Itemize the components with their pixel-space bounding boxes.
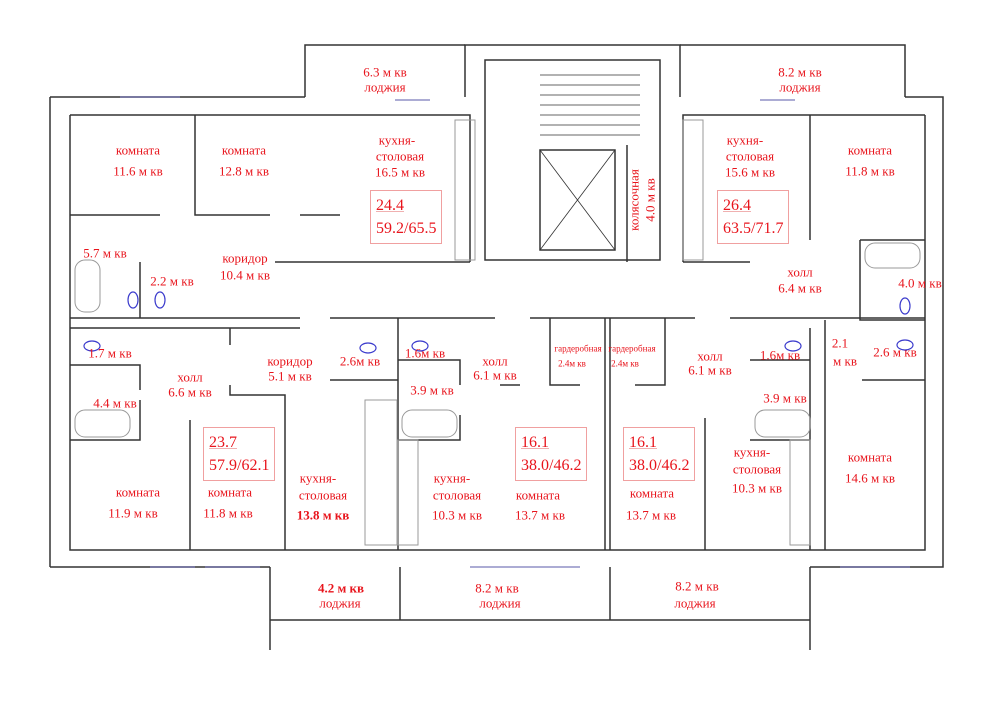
room-area: 13.7 м кв [626, 507, 676, 523]
living-area: 16.1 [521, 434, 549, 451]
room-name: холл [482, 353, 508, 369]
loggia-label: лоджия [674, 595, 716, 611]
room-area: 1.6м кв [404, 345, 446, 361]
inner-wall [69, 115, 926, 551]
room-area: 13.7 м кв [515, 507, 565, 523]
room-area: 10.3 м кв [732, 480, 782, 496]
living-area: 16.1 [629, 434, 657, 451]
outer-wall [50, 44, 944, 568]
apartment-summary: 26.4 63.5/71.7 [717, 190, 790, 245]
loggia-area: 8.2 м кв [778, 64, 822, 80]
room-area: 1.6м кв [759, 347, 801, 363]
room-name: комната [629, 485, 675, 501]
room-area: 13.8 м кв [296, 507, 350, 523]
room-area: 3.9 м кв [410, 382, 454, 398]
loggia-area: 8.2 м кв [675, 578, 719, 594]
room-name: гардеробная [554, 343, 602, 354]
loggia-label: лоджия [779, 79, 821, 95]
room-area: 11.8 м кв [845, 163, 895, 179]
room-name: столовая [375, 148, 425, 164]
room-area: 4.4 м кв [93, 395, 137, 411]
room-name: гардеробная [608, 343, 656, 354]
total-area: 38.0/46.2 [521, 457, 582, 475]
room-name: кухня- [378, 132, 416, 148]
room-area: 14.6 м кв [845, 470, 895, 486]
room-name: комната [847, 142, 893, 158]
apartment-summary: 23.7 57.9/62.1 [203, 427, 276, 482]
room-area: 11.8 м кв [203, 505, 253, 521]
room-area: 2.4м кв [558, 358, 586, 369]
living-area: 26.4 [723, 197, 751, 214]
room-name: кухня- [726, 132, 764, 148]
room-name: комната [207, 484, 253, 500]
room-area: 2.6м кв [339, 353, 381, 369]
room-area: 12.8 м кв [219, 163, 269, 179]
room-area: 5.7 м кв [83, 245, 127, 261]
room-name: коридор [222, 250, 268, 266]
loggia-label: лоджия [364, 79, 406, 95]
room-area: 10.3 м кв [432, 507, 482, 523]
loggia-area: 4.2 м кв [317, 580, 365, 596]
room-area: 1.7 м кв [88, 345, 132, 361]
room-name: кухня- [299, 470, 337, 486]
room-name: столовая [298, 487, 348, 503]
room-area: 2.2 м кв [150, 273, 194, 289]
room-name: холл [697, 348, 723, 364]
room-area: 11.6 м кв [113, 163, 163, 179]
total-area: 63.5/71.7 [723, 220, 784, 238]
room-area: 2.4м кв [611, 358, 639, 369]
room-area: 2.1 [831, 335, 849, 351]
room-name: комната [115, 484, 161, 500]
room-name: комната [515, 487, 561, 503]
room-area: 3.9 м кв [763, 390, 807, 406]
room-name: кухня- [733, 444, 771, 460]
room-area: 5.1 м кв [268, 368, 312, 384]
total-area: 57.9/62.1 [209, 457, 270, 475]
apartment-summary: 16.1 38.0/46.2 [623, 427, 696, 482]
room-area: 11.9 м кв [108, 505, 158, 521]
room-name: холл [787, 264, 813, 280]
room-name: холл [177, 369, 203, 385]
living-area: 23.7 [209, 434, 237, 451]
loggia-label: лоджия [479, 595, 521, 611]
room-name: комната [115, 142, 161, 158]
room-area: 4.0 м кв [898, 275, 942, 291]
total-area: 38.0/46.2 [629, 457, 690, 475]
room-area: 6.1 м кв [688, 362, 732, 378]
room-area: 2.6 м кв [873, 344, 917, 360]
room-area: м кв [833, 353, 857, 369]
apartment-summary: 24.4 59.2/65.5 [370, 190, 443, 245]
loggia-top-right [680, 44, 906, 97]
room-area: 4.0 м кв [642, 178, 658, 222]
room-name: столовая [432, 487, 482, 503]
living-area: 24.4 [376, 197, 404, 214]
room-name: столовая [725, 148, 775, 164]
room-name: комната [221, 142, 267, 158]
room-name: комната [847, 449, 893, 465]
loggia-area: 6.3 м кв [363, 64, 407, 80]
room-area: 16.5 м кв [375, 164, 425, 180]
room-area: 6.1 м кв [473, 367, 517, 383]
room-name: коридор [267, 353, 313, 369]
loggia-label: лоджия [319, 595, 361, 611]
room-name: кухня- [433, 470, 471, 486]
room-name: столовая [732, 461, 782, 477]
loggia-area: 8.2 м кв [475, 580, 519, 596]
room-area: 10.4 м кв [220, 267, 270, 283]
loggia-top-left [304, 44, 465, 97]
total-area: 59.2/65.5 [376, 220, 437, 238]
room-area: 6.4 м кв [778, 280, 822, 296]
room-area: 15.6 м кв [725, 164, 775, 180]
room-name: колясочная [626, 169, 642, 231]
apartment-summary: 16.1 38.0/46.2 [515, 427, 588, 482]
room-area: 6.6 м кв [168, 384, 212, 400]
